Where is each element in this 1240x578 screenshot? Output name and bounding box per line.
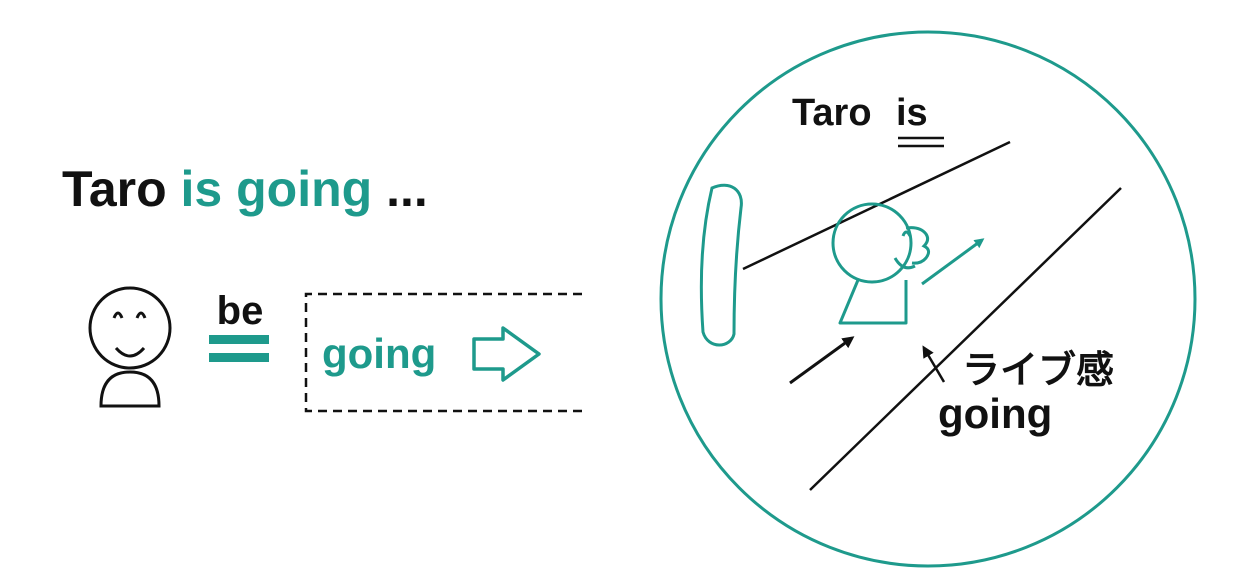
forward-motion-arrow bbox=[921, 238, 985, 286]
approach-arrow bbox=[789, 336, 855, 385]
zoom-going-label: going bbox=[938, 390, 1052, 437]
moving-body bbox=[838, 279, 908, 325]
lower-track-line bbox=[809, 187, 1122, 491]
taro-figure-icon bbox=[88, 286, 172, 408]
zoom-circle bbox=[659, 30, 1197, 568]
live-feel-label: ライブ感 bbox=[962, 349, 1114, 392]
box-going-label: going bbox=[322, 330, 436, 377]
taro-body bbox=[99, 370, 161, 408]
sentence-ellipsis: ... bbox=[386, 161, 428, 217]
equals-bottom-bar bbox=[209, 353, 269, 362]
moving-head bbox=[831, 202, 913, 284]
moving-eye bbox=[901, 230, 912, 237]
taro-head bbox=[88, 286, 172, 370]
taro-right-eye bbox=[135, 311, 147, 319]
sentence-verb: is going bbox=[181, 161, 387, 217]
hollow-right-arrow-icon bbox=[472, 326, 541, 382]
taro-smile bbox=[114, 346, 146, 358]
taro-left-eye bbox=[112, 311, 124, 319]
pill-shape bbox=[699, 183, 743, 347]
be-label: be bbox=[217, 289, 264, 333]
zoom-caption-subject: Taro bbox=[792, 92, 872, 134]
is-double-underline bbox=[898, 136, 944, 148]
moving-smile bbox=[893, 257, 916, 270]
zoom-caption-verb: is bbox=[896, 92, 928, 134]
dashed-frame bbox=[304, 292, 582, 413]
live-feel-pointer-arrow bbox=[922, 345, 946, 383]
double-bar-equals-icon bbox=[209, 335, 269, 362]
equals-top-bar bbox=[209, 335, 269, 344]
moving-taro-icon bbox=[831, 202, 931, 325]
sentence-subject: Taro bbox=[62, 161, 181, 217]
sentence-line: Taro is going ... bbox=[62, 161, 428, 217]
moving-face-profile bbox=[905, 226, 931, 265]
